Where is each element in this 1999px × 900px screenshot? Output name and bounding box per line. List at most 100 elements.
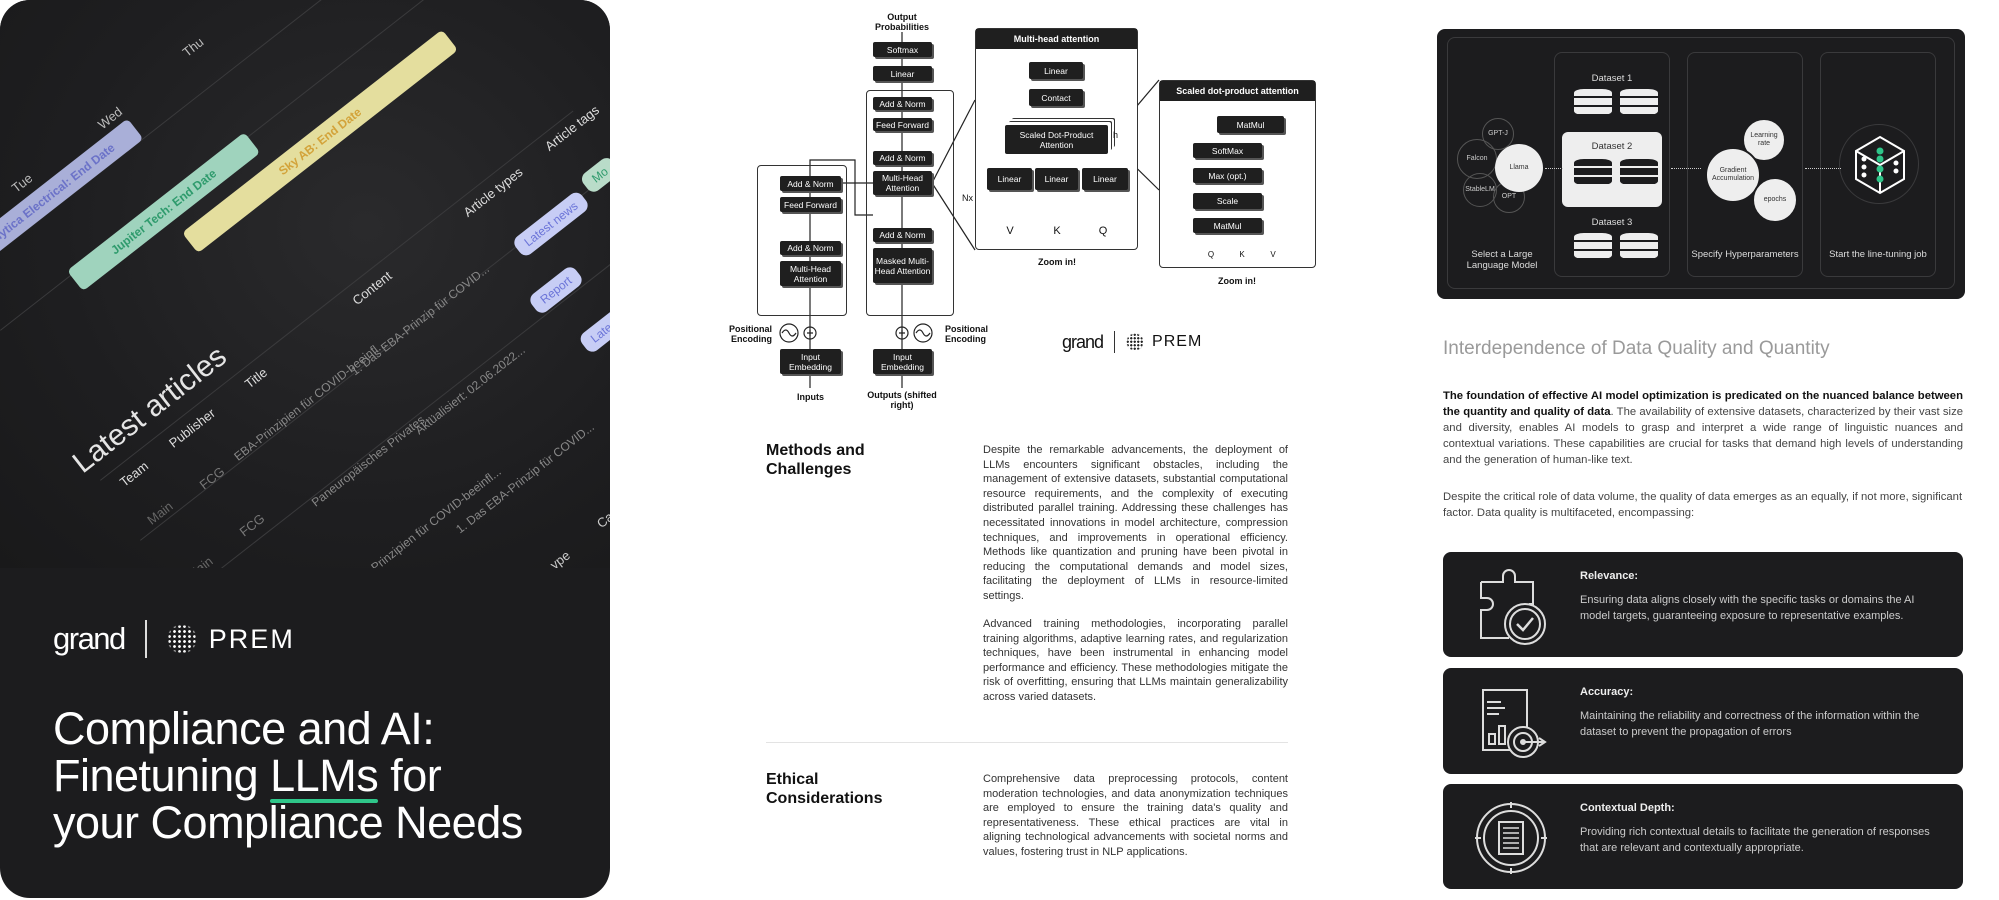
report-target-icon	[1482, 689, 1547, 758]
panel-title: Multi-head attention	[976, 29, 1137, 49]
finetuning-pipeline-diagram: GPT-J Falcon OPT StableLM Llama Select a…	[1437, 29, 1965, 299]
section-divider	[766, 742, 1288, 743]
positional-encoding-label: Positional Encoding	[945, 324, 989, 344]
multi-head-attention-block: Multi-Head Attention	[873, 171, 932, 195]
table-cell: Main	[184, 553, 216, 568]
quality-card-accuracy: Accuracy: Maintaining the reliability an…	[1443, 668, 1963, 774]
card-body: Ensuring data aligns closely with the sp…	[1580, 594, 1915, 622]
softmax-block: Softmax	[873, 42, 932, 57]
outputs-label: Outputs (shifted right)	[867, 390, 937, 410]
paragraph-text: . The availability of extensive datasets…	[1443, 406, 1963, 466]
add-norm-block: Add & Norm	[873, 228, 932, 242]
section-paragraph: Advanced training methodologies, incorpo…	[983, 618, 1288, 703]
article-paragraph: The foundation of effective AI model opt…	[1443, 388, 1963, 468]
step-label: Specify Hyperparameters	[1691, 249, 1799, 260]
database-icon	[1574, 89, 1612, 115]
puzzle-check-icon	[1480, 569, 1546, 645]
logo-divider	[144, 620, 147, 658]
neural-cube-icon	[1839, 124, 1919, 204]
hyperparameter-bubble: Gradient Accumulation	[1705, 147, 1761, 203]
table-cell: 1. Das EBA-Prinzip für COVID...	[453, 419, 597, 537]
nx-label: Nx	[962, 193, 973, 203]
softmax-block: SoftMax	[1193, 143, 1262, 158]
database-icon	[1574, 159, 1612, 185]
dataset-label: Dataset 1	[1591, 73, 1633, 84]
database-icon	[1620, 159, 1658, 185]
start-job-column	[1820, 52, 1936, 277]
section-heading: Ethical Considerations	[766, 771, 883, 807]
input-embedding-block: Input Embedding	[780, 349, 841, 374]
add-norm-block: Add & Norm	[780, 241, 841, 255]
flow-arrow	[1671, 168, 1701, 169]
table-cell: FCG	[196, 463, 228, 493]
database-icon	[1620, 233, 1658, 259]
encoder-stack	[757, 165, 847, 316]
feed-forward-block: Feed Forward	[780, 197, 841, 212]
add-norm-block: Add & Norm	[780, 176, 841, 191]
grand-logo-text: grand	[53, 621, 126, 656]
article-paragraph: Despite the critical role of data volume…	[1443, 491, 1963, 519]
linear-k-block: Linear	[1035, 168, 1078, 190]
linear-q-block: Linear	[1082, 168, 1128, 190]
prem-logo-text: PREM	[208, 623, 295, 654]
calendar-table-photo: Tue Wed Thu alytica Electrical: End Date…	[0, 0, 610, 568]
hyperparameter-bubble: epochs	[1752, 177, 1798, 223]
article-heading: Interdependence of Data Quality and Quan…	[1443, 338, 1830, 359]
cube-network-icon	[1855, 135, 1905, 195]
zoom-in-label: Zoom in!	[1218, 276, 1256, 286]
title-line: Compliance and AI:	[53, 703, 435, 754]
column-header: ype	[547, 547, 573, 568]
model-bubble-selected: Llama	[1495, 144, 1543, 192]
cover-card: Tue Wed Thu alytica Electrical: End Date…	[0, 0, 610, 898]
title-text: for	[378, 750, 442, 801]
database-icon	[1620, 89, 1658, 115]
linear-block: Linear	[1029, 62, 1083, 79]
flow-arrow	[1805, 168, 1841, 169]
logo-divider	[1114, 331, 1116, 353]
step-label: Start the line-tuning job	[1829, 249, 1927, 260]
k-label: K	[1239, 250, 1245, 259]
section-paragraph: Despite the remarkable advancements, the…	[983, 444, 1288, 602]
column-header: Ca	[593, 508, 610, 532]
output-embedding-block: Input Embedding	[873, 349, 932, 374]
q-label: Q	[1098, 225, 1108, 237]
model-bubble: GPT-J	[1482, 118, 1514, 150]
mask-block: Max (opt.)	[1193, 168, 1262, 183]
datasets-column	[1554, 52, 1670, 277]
model-bubble: StableLM	[1463, 173, 1497, 207]
prem-dots-icon	[1126, 333, 1145, 351]
card-body: Providing rich contextual details to fac…	[1580, 826, 1930, 854]
pipeline-frame	[1447, 37, 1955, 289]
add-norm-block: Add & Norm	[873, 97, 932, 110]
dataset-label: Dataset 3	[1591, 217, 1633, 228]
decoder-stack	[866, 90, 954, 316]
grand-prem-logo: grand PREM	[1062, 331, 1202, 353]
heads-label: h	[1113, 130, 1119, 140]
card-title: Relevance:	[1580, 570, 1639, 582]
scale-block: Scale	[1193, 193, 1262, 209]
matmul-block: MatMul	[1193, 218, 1262, 233]
quality-card-contextual-depth: Contextual Depth: Providing rich context…	[1443, 784, 1963, 889]
cover-title: Compliance and AI: Finetuning LLMs for y…	[53, 705, 523, 846]
k-label: K	[1053, 225, 1061, 237]
prem-logo-text: PREM	[1152, 333, 1203, 350]
concat-block: Contact	[1029, 89, 1083, 106]
dataset-label: Dataset 2	[1591, 141, 1633, 152]
prem-dots-icon	[166, 624, 197, 654]
hyperparameters-column	[1687, 52, 1803, 277]
masked-mha-block: Masked Multi-Head Attention	[873, 248, 932, 283]
card-title: Accuracy:	[1580, 686, 1634, 698]
grand-prem-logo: grand PREM	[53, 620, 295, 658]
output-probabilities-label: Output Probabilities	[874, 12, 929, 32]
grand-logo-text: grand	[1062, 331, 1104, 352]
quality-card-relevance: Relevance: Ensuring data aligns closely …	[1443, 552, 1963, 657]
section-paragraph: Comprehensive data preprocessing protoco…	[983, 773, 1288, 858]
multi-head-attention-block: Multi-Head Attention	[780, 261, 841, 286]
title-text: Finetuning	[53, 750, 271, 801]
scaled-dot-product-panel: Scaled dot-product attention	[1159, 80, 1316, 268]
flow-arrow	[1545, 168, 1563, 169]
v-label: V	[1270, 250, 1276, 259]
inputs-label: Inputs	[797, 392, 824, 402]
v-label: V	[1006, 225, 1014, 237]
title-line: your Compliance Needs	[53, 797, 523, 848]
